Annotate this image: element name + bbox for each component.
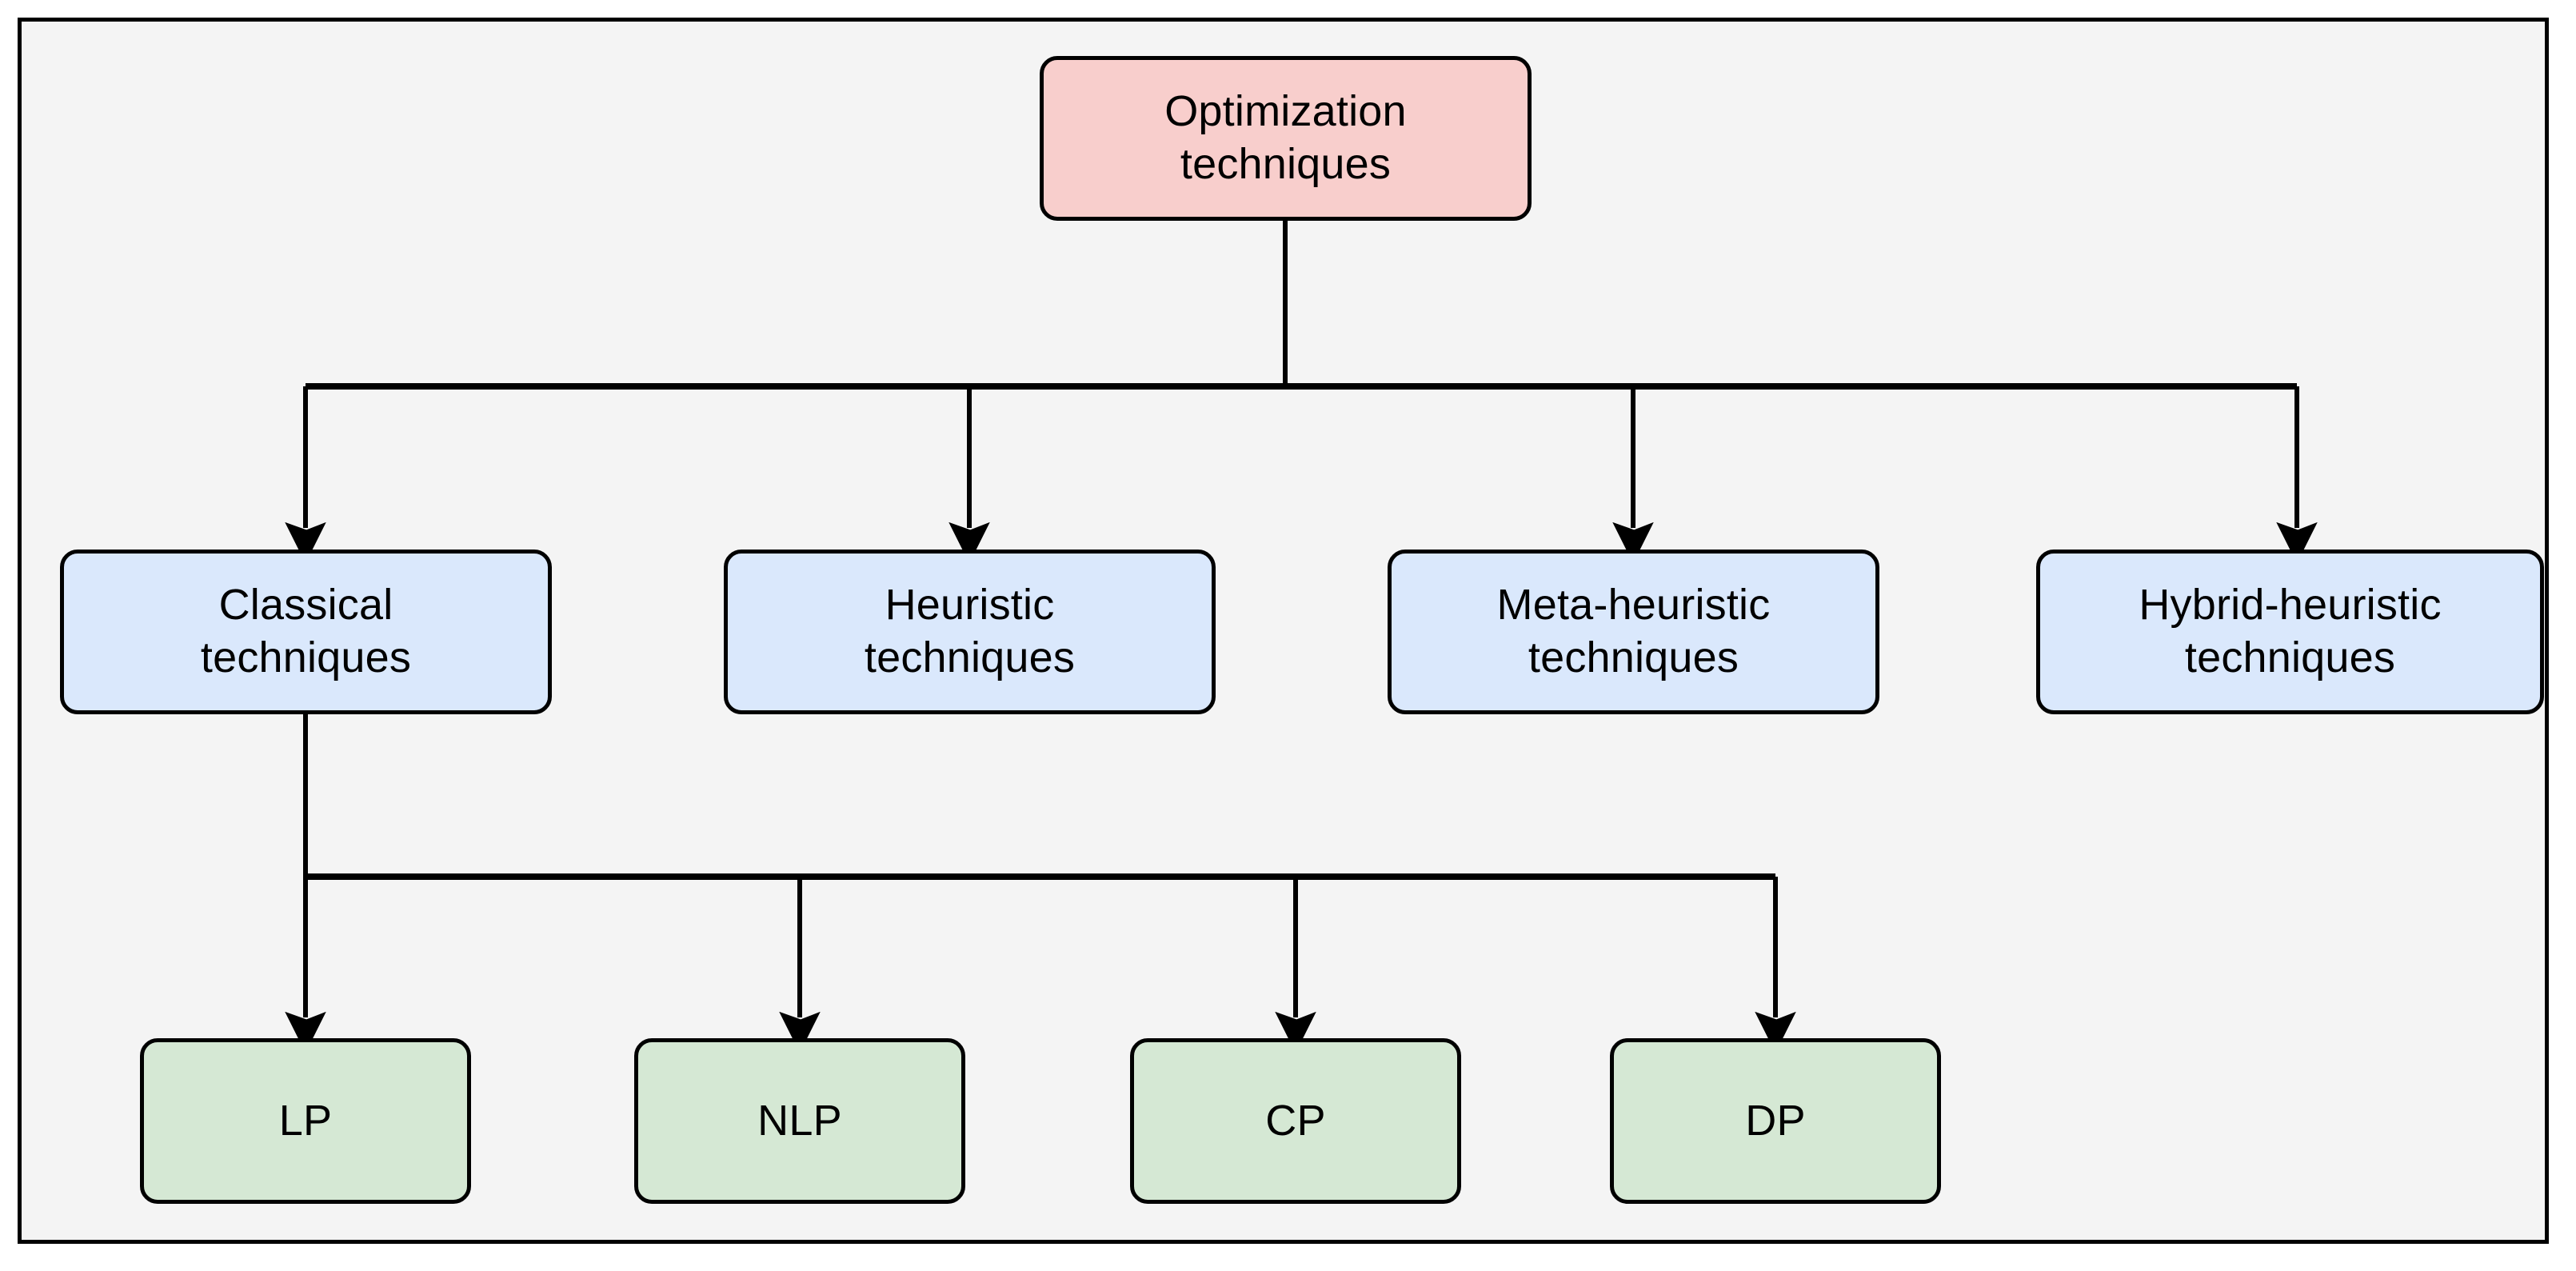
node-dp[interactable]: DP bbox=[1610, 1038, 1941, 1204]
node-hybrid-heuristic-techniques[interactable]: Hybrid-heuristic techniques bbox=[2036, 550, 2544, 714]
node-heuristic-techniques[interactable]: Heuristic techniques bbox=[724, 550, 1216, 714]
node-cp[interactable]: CP bbox=[1130, 1038, 1461, 1204]
node-classical-techniques[interactable]: Classical techniques bbox=[60, 550, 552, 714]
node-lp[interactable]: LP bbox=[140, 1038, 471, 1204]
node-meta-heuristic-techniques[interactable]: Meta-heuristic techniques bbox=[1388, 550, 1879, 714]
node-nlp[interactable]: NLP bbox=[634, 1038, 965, 1204]
node-optimization-techniques[interactable]: Optimization techniques bbox=[1040, 56, 1532, 221]
